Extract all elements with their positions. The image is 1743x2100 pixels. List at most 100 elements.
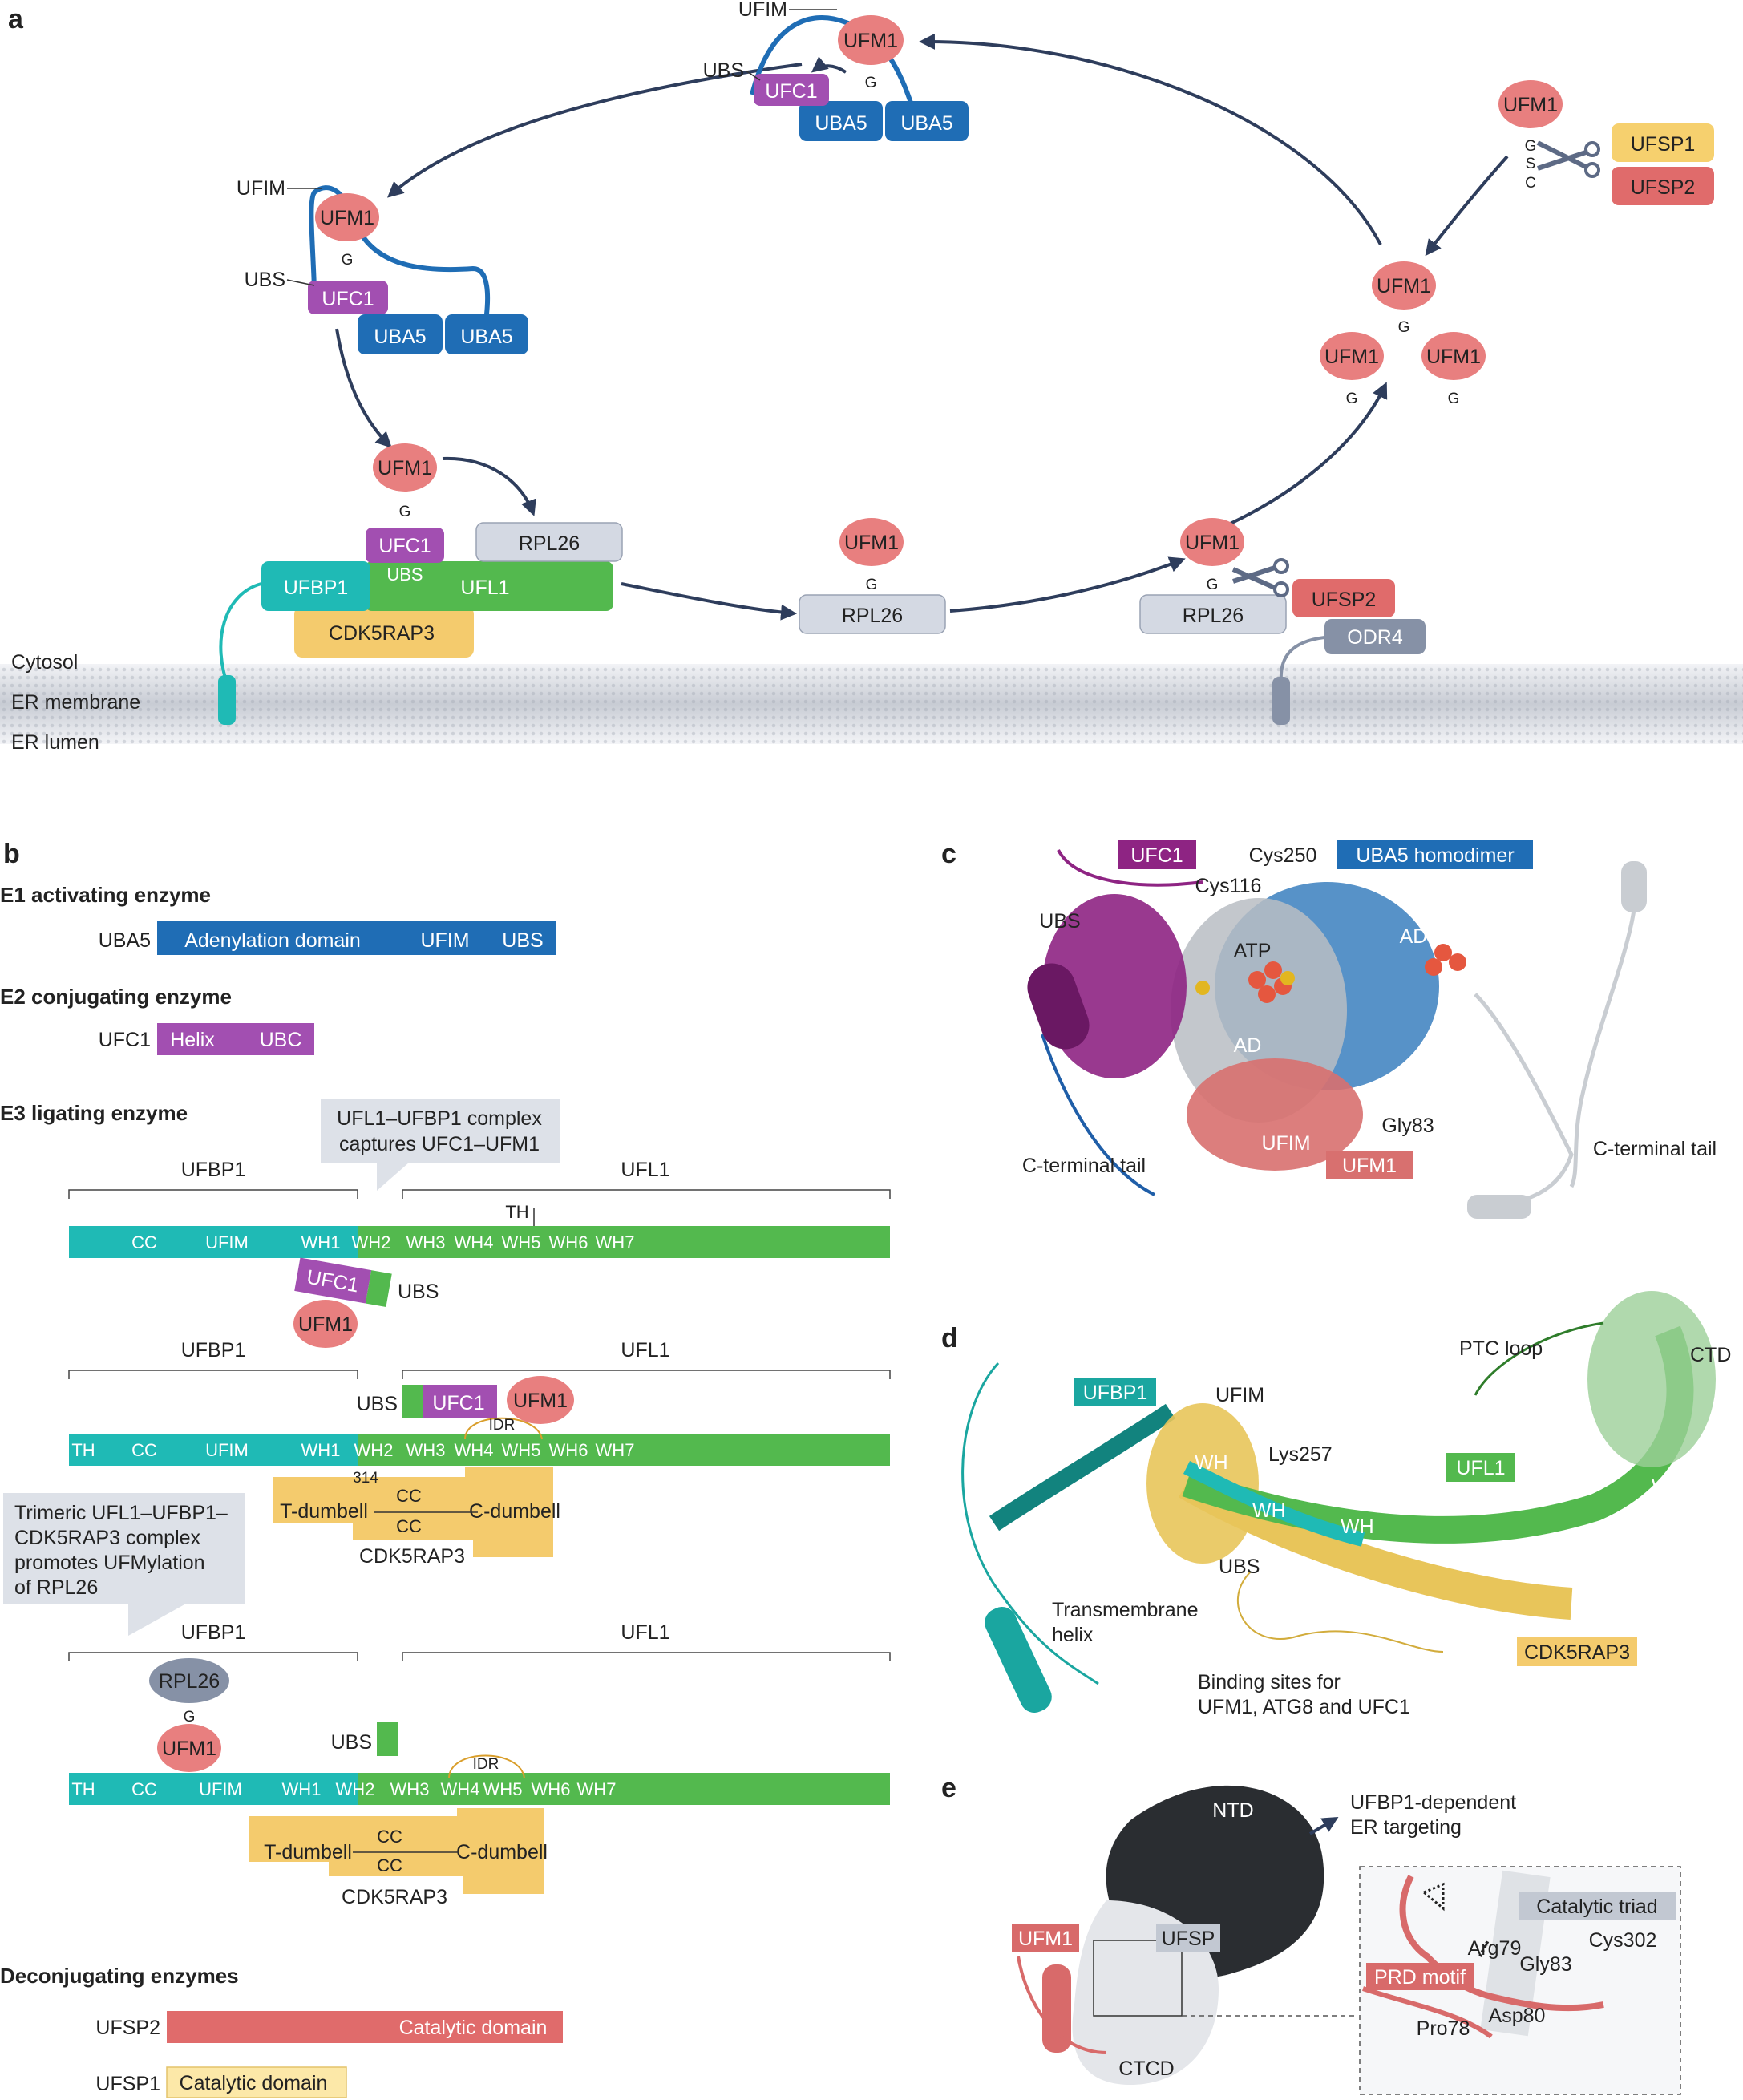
cys250-label: Cys250 (1249, 844, 1317, 867)
ufbp1-tag-text: UFBP1 (1083, 1382, 1148, 1404)
ufsp2-text: UFSP2 (1631, 176, 1696, 199)
targeting-label-1: UFBP1-dependent (1350, 1791, 1516, 1814)
gly83-label: Gly83 (1519, 1953, 1571, 1976)
ufc1-text: UFC1 (378, 535, 431, 557)
uba5-text-2: UBA5 (900, 112, 952, 135)
wh-label-2: WH (1252, 1499, 1286, 1522)
ufl1-tag-text: UFL1 (1456, 1457, 1505, 1479)
ufbp1-label: UFBP1 (181, 1621, 246, 1644)
zoom-box (1093, 1940, 1183, 2017)
uba5-text: UBA5 (374, 326, 426, 348)
g-label: G (184, 1709, 196, 1726)
panel-a-label: a (8, 4, 24, 34)
cc-domain: CC (131, 1440, 157, 1460)
binding-sites-label-2: UFM1, ATG8 and UFC1 (1198, 1696, 1410, 1718)
wh1-domain: WH1 (301, 1440, 341, 1460)
ufm1-structure (1187, 1058, 1363, 1171)
cytosol-label: Cytosol (11, 651, 78, 674)
ufbp1-n-loop (961, 1362, 1099, 1685)
ad-label: AD (1400, 925, 1428, 948)
ufm1-text: UFM1 (378, 457, 432, 479)
rpl26-deufmylation: UFM1 G RPL26 UFSP2 ODR4 (1139, 518, 1426, 725)
c-terminal-tail-left: C-terminal tail (1022, 1155, 1146, 1177)
ufim-domain: UFIM (205, 1232, 249, 1252)
uba5-ubs-domain: UBS (502, 929, 543, 952)
hbond-2 (1421, 1882, 1445, 1912)
ufm1-text: UFM1 (1503, 94, 1558, 116)
ufsp2-catalytic-domain: Catalytic domain (399, 2017, 548, 2039)
ufsp1-box (1612, 123, 1714, 162)
ufm1-text: UFM1 (320, 207, 374, 229)
idr-label: IDR (489, 1417, 516, 1434)
ufbp1-text: UFBP1 (284, 577, 349, 599)
e1-title: E1 activating enzyme (0, 883, 211, 907)
uba5-linker (750, 14, 916, 113)
g-label-2: G (1346, 390, 1358, 407)
cdk5rap3-label: CDK5RAP3 (359, 1545, 465, 1568)
ufm1-loop (1017, 1956, 1107, 2054)
prd-motif-text: PRD motif (1374, 1966, 1466, 1989)
ufbp1-bar (69, 1434, 358, 1466)
ufsp1-text: UFSP1 (1631, 133, 1696, 156)
wh5-domain: WH5 (483, 1779, 523, 1799)
ufbp1-label: UFBP1 (181, 1339, 246, 1362)
arrow-top-to-left (387, 63, 803, 198)
ufc1-text: UFC1 (322, 288, 374, 310)
ufm1-ellipse (839, 518, 904, 566)
ufc1-tilted: UFC1 (294, 1257, 392, 1308)
ufl1-label: UFL1 (621, 1159, 669, 1181)
helix-domain: Helix (170, 1029, 215, 1051)
callout-1-line-1: UFL1–UFBP1 complex (337, 1107, 542, 1130)
ufc1-name: UFC1 (99, 1029, 151, 1051)
e3-row-3: UFBP1 UFL1 RPL26 G UFM1 UBS IDR TH CC UF… (68, 1621, 891, 1908)
uba5-c-terminal-tail (1041, 1034, 1155, 1196)
ufsp-tag (1156, 1924, 1220, 1952)
ufl1-bar (358, 1434, 890, 1466)
rpl26-text: RPL26 (159, 1670, 220, 1693)
uba5-box (799, 101, 883, 141)
prd-strand (1362, 1986, 1493, 2039)
wh7-domain: WH7 (596, 1232, 635, 1252)
ufbp1-linker (219, 582, 262, 690)
pro78-label: Pro78 (1417, 2017, 1470, 2040)
ubs-box (402, 1385, 423, 1418)
c-tail-right (1474, 993, 1574, 1213)
g-label: G (1525, 138, 1537, 155)
ufc1-helix (1027, 963, 1090, 1050)
adenylation-domain: Adenylation domain (184, 929, 361, 952)
ufc1-text: UFC1 (432, 1392, 484, 1414)
idr-loop (448, 1754, 525, 1779)
top-uba5-complex: UBA5 UBA5 UFC1 UFM1 G UFIM UBS (703, 0, 969, 141)
callout-2-line-3: promotes UFMylation (14, 1552, 205, 1574)
cc-label: CC (377, 1827, 402, 1847)
rpl26-ufmylated: UFM1 G RPL26 (799, 518, 946, 634)
e3-row-2: UFBP1 UFL1 UBS UFC1 UFM1 IDR TH CC UFIM … (68, 1339, 891, 1568)
ufm1-text: UFM1 (162, 1738, 216, 1760)
callout-1: UFL1–UFBP1 complex captures UFC1–UFM1 (321, 1099, 560, 1191)
membrane-lipids (0, 664, 1743, 744)
odr4-linker (1279, 636, 1325, 682)
ufm1-text: UFM1 (298, 1313, 353, 1336)
g-label-3: G (1448, 390, 1460, 407)
er-membrane-label: ER membrane (11, 691, 140, 714)
ufc1-box (366, 528, 444, 563)
uba5-ufim-domain: UFIM (420, 929, 469, 952)
c-label: C (1525, 175, 1536, 192)
ntd-label: NTD (1212, 1799, 1253, 1822)
callout-1-box (321, 1099, 560, 1191)
uba5-domain-bar (157, 921, 556, 955)
ufm1-text: UFM1 (843, 30, 898, 52)
cys302-label: Cys302 (1589, 1929, 1657, 1952)
ufsp1-domain-bar (166, 2066, 347, 2098)
ufim-domain: UFIM (199, 1779, 242, 1799)
ufc1-domain-bar (157, 1023, 314, 1055)
cc-label: CC (396, 1486, 422, 1506)
rpl26-box (799, 594, 946, 634)
panel-b-label: b (3, 839, 20, 869)
wh4-domain: WH4 (455, 1232, 494, 1252)
panel-c-label: c (941, 839, 956, 869)
wh6-domain: WH6 (549, 1440, 588, 1460)
cdk5rap3-label: CDK5RAP3 (342, 1886, 447, 1908)
idr-loop (464, 1417, 543, 1440)
